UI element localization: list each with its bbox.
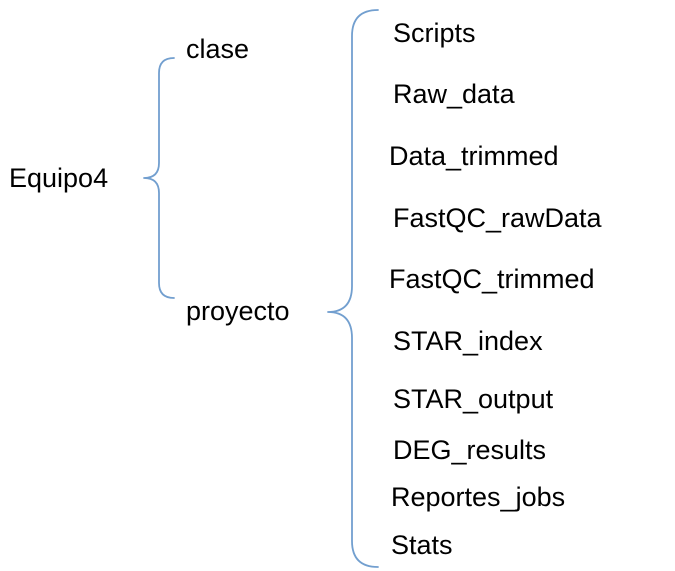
- subfolder-label-stats: Stats: [391, 530, 453, 560]
- subfolder-label-scripts: Scripts: [393, 18, 476, 48]
- subfolder-label-data-trimmed: Data_trimmed: [389, 141, 559, 171]
- subfolder-label-star-index: STAR_index: [393, 326, 543, 356]
- subfolder-label-deg-results: DEG_results: [393, 435, 547, 465]
- folder-label-proyecto: proyecto: [186, 296, 290, 326]
- subfolder-label-reportes-jobs: Reportes_jobs: [391, 482, 566, 512]
- folder-label-clase: clase: [186, 34, 250, 64]
- root-label: Equipo4: [9, 163, 109, 193]
- subfolder-label-raw-data: Raw_data: [393, 79, 515, 109]
- proyecto-brace: [327, 9, 379, 568]
- subfolder-label-star-output: STAR_output: [393, 384, 554, 414]
- subfolder-label-fastqc-rawdata: FastQC_rawData: [393, 203, 602, 233]
- root-brace: [143, 57, 175, 299]
- subfolder-label-fastqc-trimmed: FastQC_trimmed: [389, 264, 595, 294]
